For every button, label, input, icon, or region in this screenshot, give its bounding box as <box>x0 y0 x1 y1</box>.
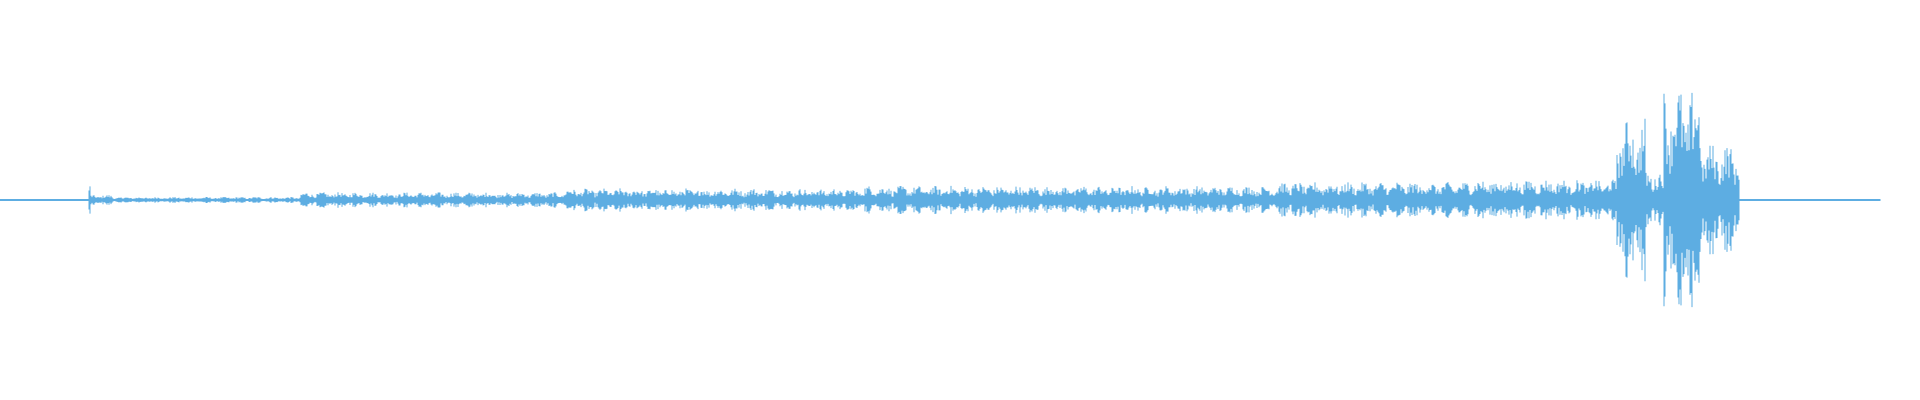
waveform-bars <box>0 92 1881 308</box>
